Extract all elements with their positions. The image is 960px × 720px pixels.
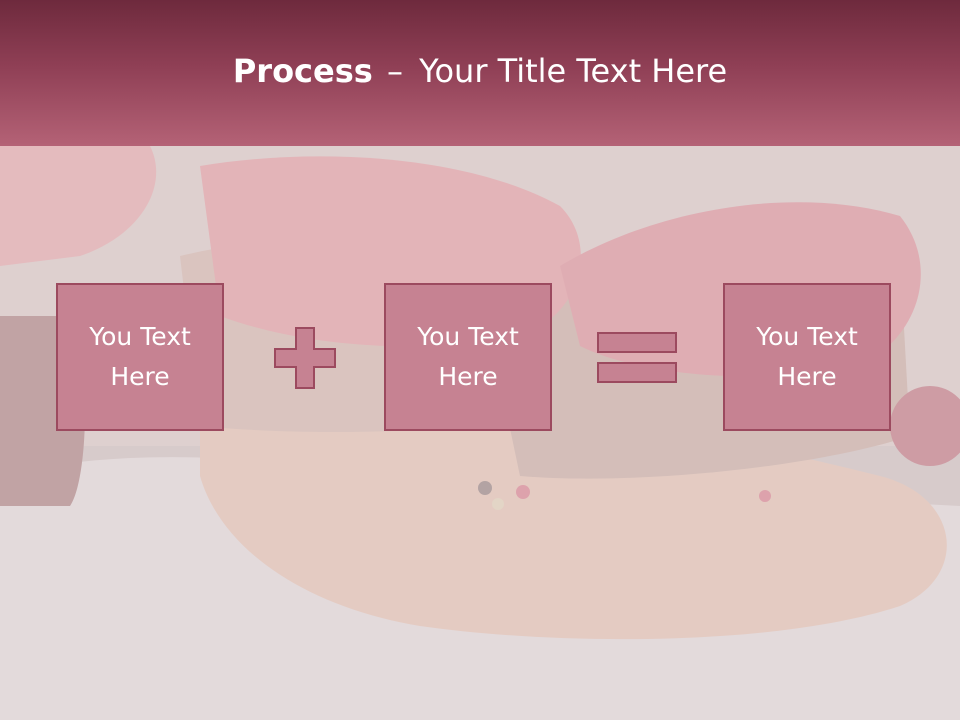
title-rest: Your Title Text Here — [419, 52, 728, 90]
process-box-3-text: You Text Here — [756, 322, 858, 391]
process-box-2[interactable]: You Text Here — [384, 283, 552, 431]
process-box-3[interactable]: You Text Here — [723, 283, 891, 431]
title-bar: Process – Your Title Text Here — [0, 0, 960, 146]
title-separator: – — [386, 52, 403, 90]
equals-icon — [597, 332, 677, 383]
background-photo — [0, 146, 960, 720]
plus-icon — [274, 327, 336, 389]
process-box-1[interactable]: You Text Here — [56, 283, 224, 431]
process-box-1-text: You Text Here — [89, 322, 191, 391]
title-bold: Process — [232, 52, 373, 90]
process-box-2-text: You Text Here — [417, 322, 519, 391]
photo-overlay — [0, 146, 960, 720]
slide-title: Process – Your Title Text Here — [0, 52, 960, 90]
